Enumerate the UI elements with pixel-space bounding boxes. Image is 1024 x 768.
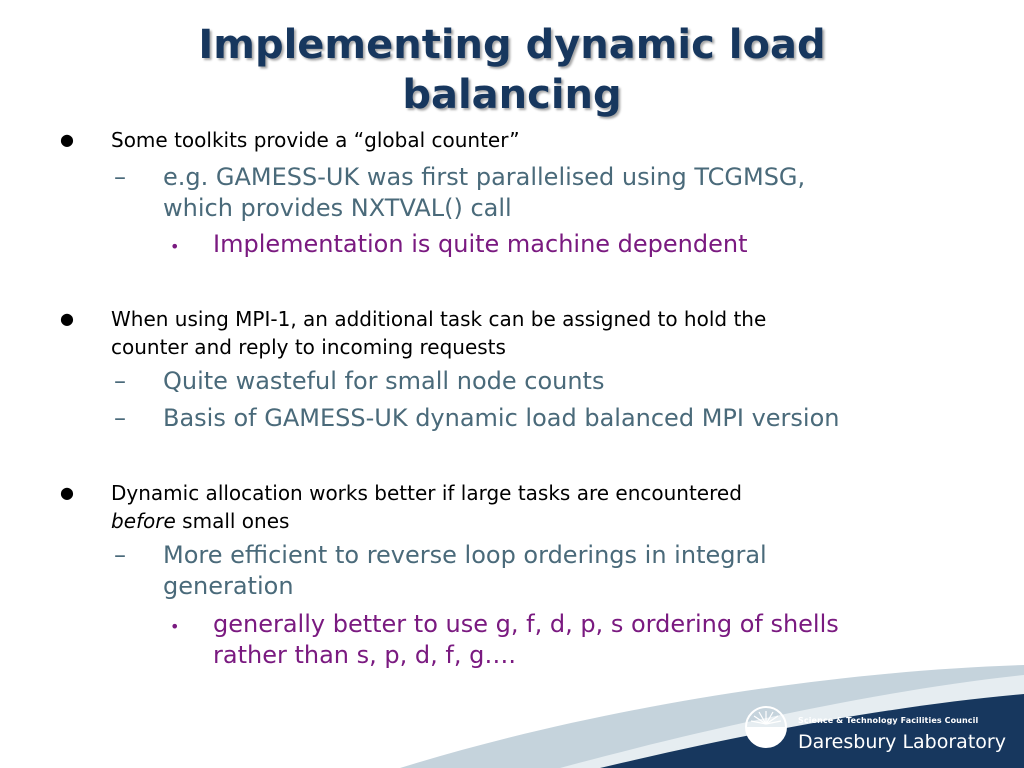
bullet-marker: ●	[60, 130, 74, 149]
bullet-text: Some toolkits provide a “global counter”	[111, 128, 520, 152]
dash-marker: –	[114, 163, 126, 191]
bullet-text: Dynamic allocation works better if large…	[111, 481, 742, 505]
subsub-bullet-text: rather than s, p, d, f, g….	[213, 641, 516, 669]
bullet-marker: ●	[60, 483, 74, 502]
sub-bullet-text: e.g. GAMESS-UK was first parallelised us…	[163, 163, 806, 191]
swoosh-dark	[600, 694, 1024, 768]
bullet-text: When using MPI-1, an additional task can…	[111, 307, 767, 331]
dash-marker: –	[114, 367, 126, 395]
sub-bullet-text: Quite wasteful for small node counts	[163, 367, 605, 395]
dash-marker: –	[114, 404, 126, 432]
sub-bullet-text: More efficient to reverse loop orderings…	[163, 541, 767, 569]
council-name: Science & Technology Facilities Council	[798, 716, 979, 725]
footer-logo-text: Science & Technology Facilities Council …	[798, 716, 1006, 754]
dash-marker: –	[114, 541, 126, 569]
title-line-1: Implementing dynamic load	[198, 22, 826, 68]
emphasis-before: before	[111, 509, 176, 533]
bullet-text-line2: before small ones	[111, 507, 991, 535]
subsub-bullet-text: generally better to use g, f, d, p, s or…	[213, 610, 839, 638]
lab-name: Daresbury Laboratory	[798, 731, 1006, 753]
sub-bullet-text: which provides NXTVAL() call	[163, 194, 512, 222]
sub-bullet-text: generation	[163, 572, 294, 600]
title-line-2: balancing	[402, 72, 622, 118]
dot-marker: •	[170, 237, 180, 256]
bullet-text-rest: small ones	[175, 509, 290, 533]
dot-marker: •	[170, 617, 180, 636]
daresbury-logo-icon	[745, 706, 787, 748]
slide-title: Implementing dynamic load balancing	[0, 20, 1024, 120]
bullet-text: counter and reply to incoming requests	[111, 335, 506, 359]
bullet-marker: ●	[60, 309, 74, 328]
sub-bullet-text: Basis of GAMESS-UK dynamic load balanced…	[163, 404, 840, 432]
subsub-bullet-text: Implementation is quite machine dependen…	[213, 230, 748, 258]
